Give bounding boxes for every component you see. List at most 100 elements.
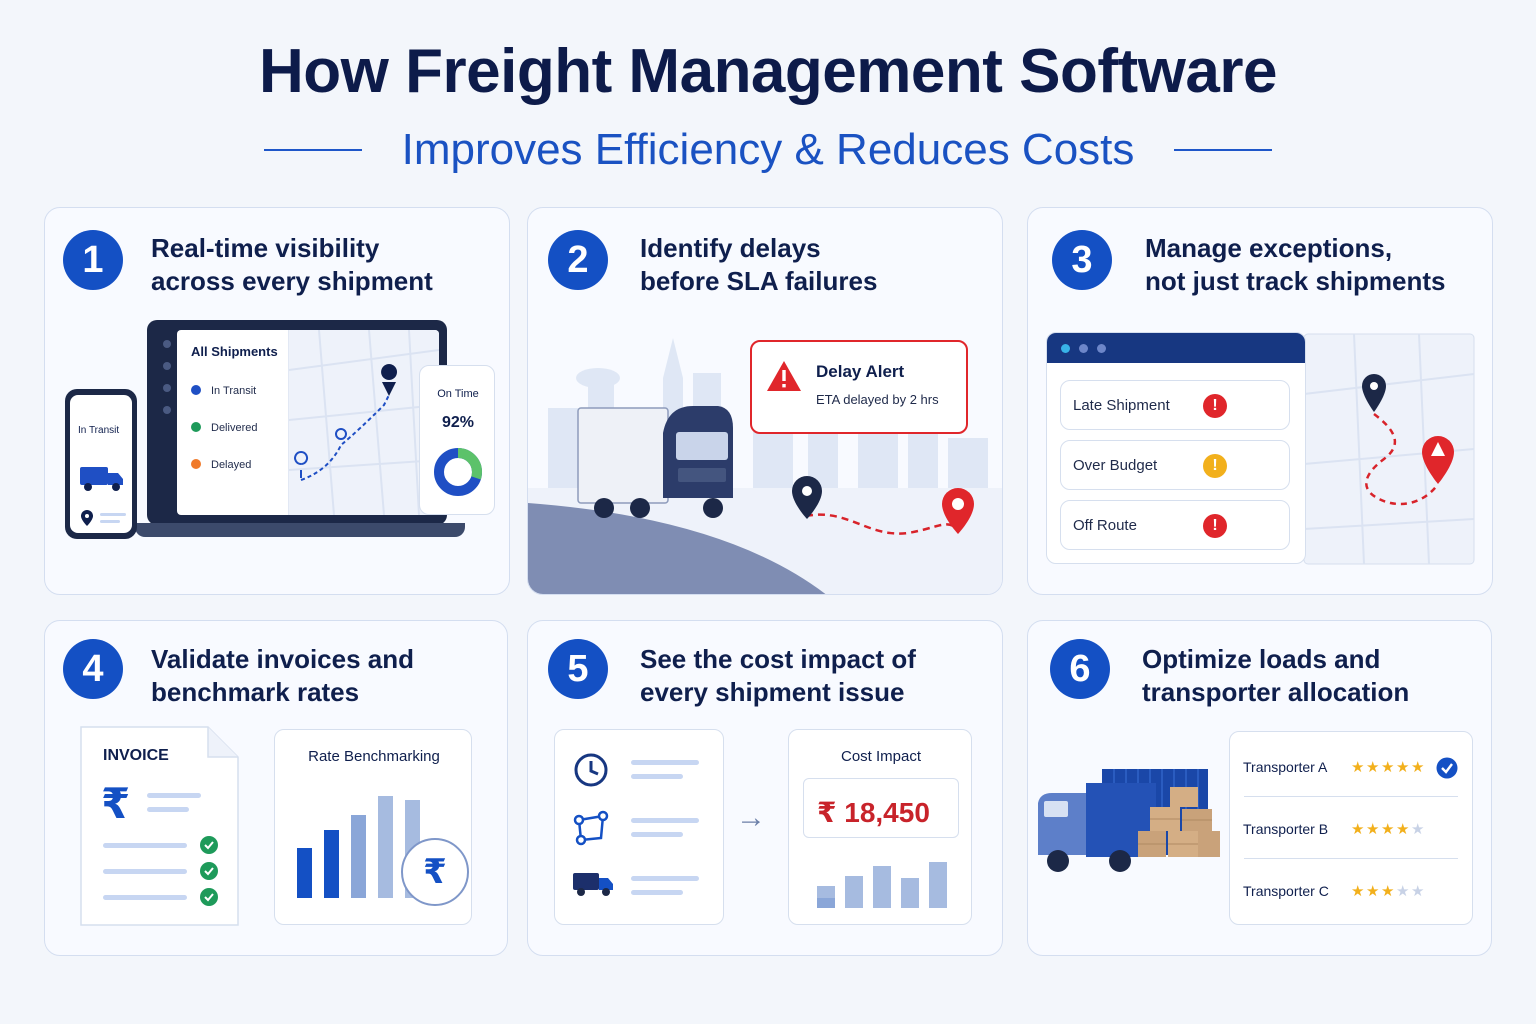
rate-benchmark-title: Rate Benchmarking (308, 748, 440, 765)
transporter-divider (1244, 796, 1458, 797)
on-time-value: 92% (441, 414, 475, 431)
clock-icon (574, 753, 608, 787)
cost-bars (817, 862, 947, 908)
step-badge-6: 6 (1050, 639, 1110, 699)
step-badge-4: 4 (63, 639, 123, 699)
subtitle-rule-left (263, 149, 362, 151)
phone-status-label: In Transit (78, 425, 120, 436)
exception-map (1303, 333, 1475, 565)
star-filled-icon: ★ (1396, 759, 1410, 776)
invoice-label: INVOICE (103, 747, 169, 764)
shipment-list-title: All Shipments (191, 344, 278, 359)
alert-icon: ! (1203, 394, 1227, 418)
transporter-name: Transporter B (1243, 821, 1329, 837)
transporter-list (1229, 731, 1473, 925)
laptop-sidebar (157, 330, 177, 515)
step-badge-2: 2 (548, 230, 608, 290)
laptop-map (288, 330, 439, 515)
star-filled-icon: ★ (1351, 821, 1365, 838)
check-icon (200, 862, 218, 880)
arrow-right-icon: → (736, 801, 766, 834)
issue-list-panel (554, 729, 724, 925)
exception-label: Off Route (1073, 517, 1137, 534)
card-title-3: Manage exceptions,not just track shipmen… (1145, 233, 1446, 296)
cost-impact-panel: Cost Impact ₹ 18,450 (788, 729, 972, 925)
transporter-row[interactable]: Transporter B★★★★★ (1243, 819, 1463, 843)
check-icon (200, 836, 218, 854)
cost-impact-title: Cost Impact (840, 748, 922, 765)
star-filled-icon: ★ (1351, 883, 1365, 900)
star-filled-icon: ★ (1396, 821, 1410, 838)
route-icon (573, 810, 609, 846)
star-filled-icon: ★ (1351, 759, 1365, 776)
star-filled-icon: ★ (1381, 759, 1395, 776)
alert-icon: ! (1203, 514, 1227, 538)
star-empty-icon: ★ (1411, 821, 1425, 838)
cost-impact-value: ₹ 18,450 (817, 797, 930, 828)
card-manage-exceptions: 3 Manage exceptions,not just track shipm… (1027, 207, 1493, 595)
transporter-name: Transporter A (1243, 759, 1328, 775)
subtitle-rule-right (1174, 149, 1273, 151)
rate-benchmark-panel: Rate Benchmarking ₹ (274, 729, 472, 925)
warning-icon (767, 361, 801, 391)
truck-icon (80, 467, 123, 491)
rupee-icon: ₹ (101, 780, 131, 827)
exception-item[interactable]: Over Budget! (1060, 440, 1290, 490)
star-filled-icon: ★ (1411, 759, 1425, 776)
star-filled-icon: ★ (1381, 821, 1395, 838)
on-time-donut (434, 448, 482, 496)
exception-label: Late Shipment (1073, 397, 1170, 414)
exception-item[interactable]: Late Shipment! (1060, 380, 1290, 430)
delay-alert-title: Delay Alert (816, 362, 905, 381)
on-time-label: On Time (437, 388, 479, 400)
status-in-transit: In Transit (191, 385, 256, 397)
transporter-name: Transporter C (1243, 883, 1329, 899)
truck-icon (577, 406, 733, 518)
cost-impact-value-box (803, 778, 959, 838)
loaded-truck-illustration (1038, 769, 1220, 872)
step-badge-5: 5 (548, 639, 608, 699)
step-badge-1: 1 (63, 230, 123, 290)
star-filled-icon: ★ (1366, 821, 1380, 838)
phone-illustration: In Transit (65, 389, 137, 539)
delay-alert-box: Delay Alert ETA delayed by 2 hrs (750, 340, 968, 434)
on-time-widget: On Time 92% (419, 365, 495, 515)
step-badge-3: 3 (1052, 230, 1112, 290)
status-delivered: Delivered (191, 422, 257, 434)
transporter-row[interactable]: Transporter C★★★★★ (1243, 881, 1463, 905)
transporter-row[interactable]: Transporter A★★★★★ (1243, 757, 1463, 781)
star-filled-icon: ★ (1366, 759, 1380, 776)
cargo-boxes (1138, 787, 1220, 857)
laptop-illustration: All Shipments In Transit Delivered Delay… (147, 320, 447, 525)
location-pin-icon (81, 510, 93, 526)
exception-label: Over Budget (1073, 457, 1158, 474)
check-icon (200, 888, 218, 906)
star-filled-icon: ★ (1366, 883, 1380, 900)
star-empty-icon: ★ (1396, 883, 1410, 900)
invoice-document (80, 726, 239, 926)
rupee-coin-icon: ₹ (401, 838, 469, 906)
exception-item[interactable]: Off Route! (1060, 500, 1290, 550)
laptop-screen: All Shipments In Transit Delivered Delay… (177, 330, 439, 515)
window-titlebar (1047, 333, 1305, 363)
delay-alert-text: ETA delayed by 2 hrs (816, 392, 939, 407)
city-road-illustration (528, 338, 1002, 594)
star-filled-icon: ★ (1381, 883, 1395, 900)
status-delayed: Delayed (191, 459, 251, 471)
page-title: How Freight Management Software (259, 37, 1277, 106)
alert-icon: ! (1203, 454, 1227, 478)
selected-check-icon (1436, 757, 1458, 779)
shipment-list: All Shipments In Transit Delivered Delay… (177, 330, 289, 515)
subtitle-row: Improves Efficiency & Reduces Costs (0, 122, 1536, 178)
transporter-divider (1244, 858, 1458, 859)
